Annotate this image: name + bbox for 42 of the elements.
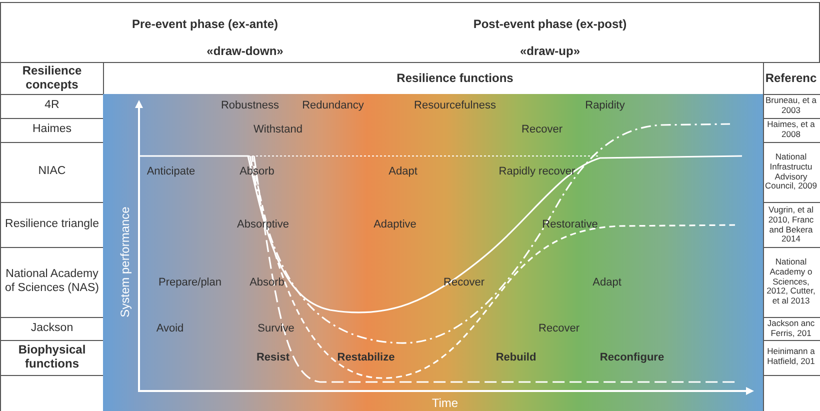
- reference-text: Vugrin, et al 2010, Franc and Bekera 2014: [767, 205, 815, 245]
- function-term: Rapidly recover: [498, 165, 576, 179]
- function-term: Adapt: [388, 165, 418, 179]
- function-term: Avoid: [156, 322, 184, 336]
- function-term: Reconfigure: [600, 351, 664, 365]
- concept-name: Jackson: [30, 322, 74, 336]
- phase-subheading: «draw-up»: [520, 44, 580, 58]
- phase-heading: Post-event phase (ex-post): [473, 16, 627, 32]
- function-term: Restorative: [542, 218, 598, 232]
- reference-text: Bruneau, et a 2003: [764, 96, 818, 116]
- concept-name: Resilience triangle: [4, 218, 100, 232]
- reference-text: Heinimann a Hatfield, 201: [766, 347, 816, 367]
- phase-subheading: «draw-down»: [206, 44, 284, 58]
- column-heading: Resilience functions: [396, 70, 514, 86]
- concept-name: National Academy of Sciences (NAS): [4, 268, 100, 296]
- function-term: Recover: [538, 322, 580, 336]
- function-term: Rapidity: [585, 99, 625, 113]
- function-term: Recover: [522, 123, 562, 137]
- function-term: Prepare/plan: [158, 276, 222, 290]
- function-term: Redundancy: [302, 99, 364, 113]
- concept-name: Haimes: [32, 123, 72, 137]
- concept-name: 4R: [44, 99, 60, 113]
- concept-name: Biophysical functions: [17, 342, 87, 372]
- reference-text: Jackson anc Ferris, 201: [766, 319, 816, 339]
- phase-heading: Pre-event phase (ex-ante): [132, 16, 278, 32]
- reference-text: National Infrastructu Advisory Council, 2009: [764, 152, 818, 192]
- concept-name: NIAC: [37, 165, 67, 179]
- reference-text: Haimes, et a 2008: [766, 120, 816, 140]
- function-term: Resist: [256, 351, 290, 365]
- function-term: Adaptive: [374, 218, 416, 232]
- column-heading: Referenc: [764, 70, 818, 86]
- function-term: Anticipate: [146, 165, 196, 179]
- column-heading: Resilience concepts: [21, 64, 83, 92]
- function-term: Restabilize: [337, 351, 395, 365]
- axis-title: Time: [432, 396, 458, 410]
- function-term: Robustness: [220, 99, 280, 113]
- function-term: Withstand: [254, 123, 302, 137]
- axis-title: System performance: [118, 206, 132, 318]
- reference-text: National Academy o Sciences, 2012, Cutter, et al 2013: [766, 258, 816, 306]
- function-term: Adapt: [592, 276, 622, 290]
- function-term: Resourcefulness: [414, 99, 496, 113]
- function-term: Rebuild: [496, 351, 536, 365]
